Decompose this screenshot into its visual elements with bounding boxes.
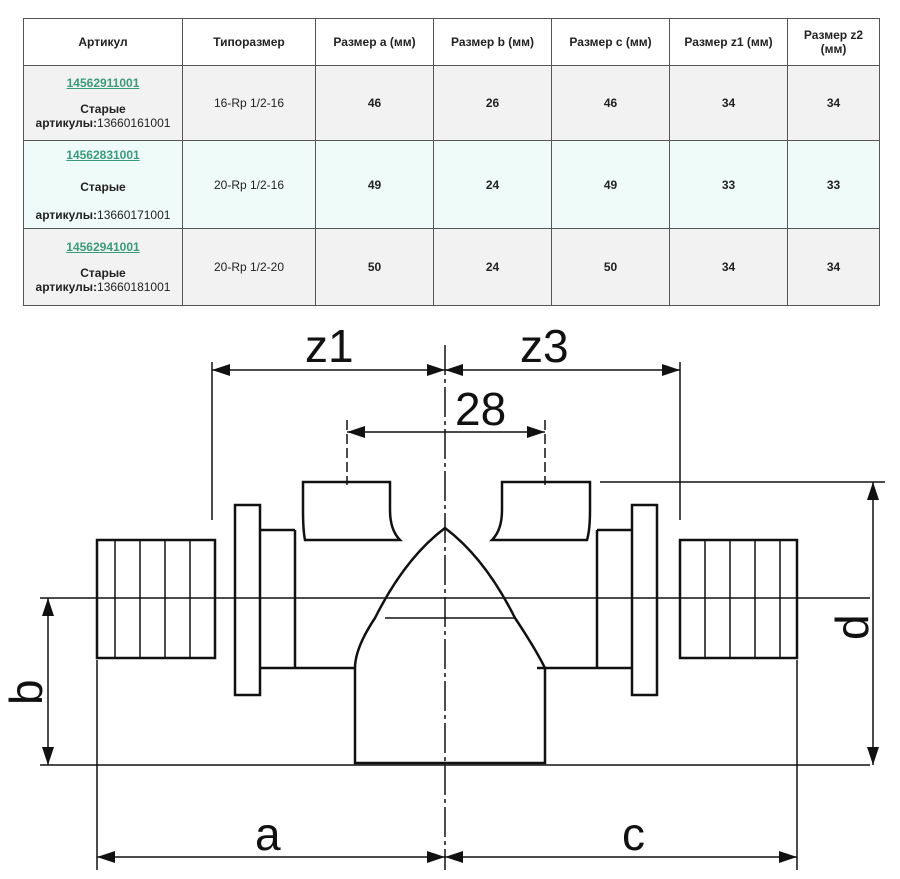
old-label: артикулы: xyxy=(35,207,98,222)
size-cell: 20-Rp 1/2-16 xyxy=(182,140,316,229)
article-link[interactable]: 14562831001 xyxy=(66,147,140,162)
b-cell: 24 xyxy=(433,228,552,306)
a-cell: 50 xyxy=(315,228,434,306)
col-z2: Размер z2 (мм) xyxy=(787,18,880,66)
old-label: артикулы: xyxy=(35,116,98,130)
b-cell: 26 xyxy=(433,65,552,141)
c-label: c xyxy=(622,808,645,860)
a-label: a xyxy=(255,808,281,860)
fitting-drawing: z1 z3 28 a c b d xyxy=(0,320,885,870)
z1-cell: 33 xyxy=(669,140,788,229)
b-label: b xyxy=(0,679,52,705)
a-cell: 49 xyxy=(315,140,434,229)
col-b: Размер b (мм) xyxy=(433,18,552,66)
old-article: 13660181001 xyxy=(97,280,171,294)
old-label: Старые xyxy=(80,266,126,280)
article-link[interactable]: 14562941001 xyxy=(66,240,140,254)
z1-label: z1 xyxy=(305,320,354,372)
article-link[interactable]: 14562911001 xyxy=(66,76,140,90)
b-cell: 24 xyxy=(433,140,552,229)
size-cell: 16-Rp 1/2-16 xyxy=(182,65,316,141)
z2-cell: 33 xyxy=(787,140,880,229)
old-article: 13660171001 xyxy=(97,207,171,222)
old-label: артикулы: xyxy=(35,280,98,294)
size-cell: 20-Rp 1/2-20 xyxy=(182,228,316,306)
z3-label: z3 xyxy=(520,320,569,372)
c-cell: 46 xyxy=(551,65,670,141)
z2-cell: 34 xyxy=(787,228,880,306)
z1-cell: 34 xyxy=(669,228,788,306)
col-article: Артикул xyxy=(23,18,183,66)
c-cell: 49 xyxy=(551,140,670,229)
dim-28-label: 28 xyxy=(455,383,506,435)
dimensions-table: Артикул Типоразмер Размер a (мм) Размер … xyxy=(23,18,880,306)
col-a: Размер a (мм) xyxy=(315,18,434,66)
header-row: Артикул Типоразмер Размер a (мм) Размер … xyxy=(23,18,880,66)
c-cell: 50 xyxy=(551,228,670,306)
col-size: Типоразмер xyxy=(182,18,316,66)
d-label: d xyxy=(826,614,878,640)
col-c: Размер c (мм) xyxy=(551,18,670,66)
z1-cell: 34 xyxy=(669,65,788,141)
z2-cell: 34 xyxy=(787,65,880,141)
old-label: Старые xyxy=(80,102,126,116)
a-cell: 46 xyxy=(315,65,434,141)
old-label: Старые xyxy=(80,179,126,194)
col-z1: Размер z1 (мм) xyxy=(669,18,788,66)
old-article: 13660161001 xyxy=(97,116,171,130)
